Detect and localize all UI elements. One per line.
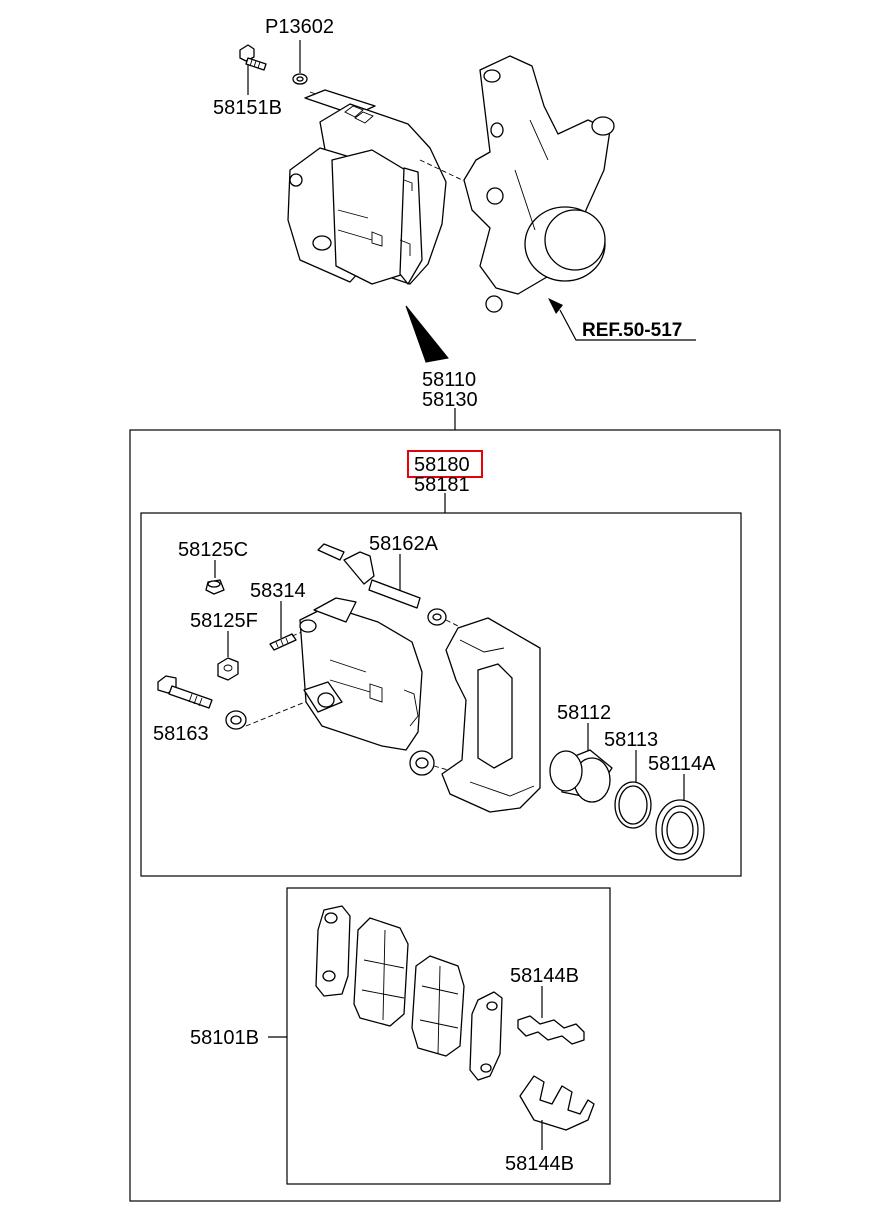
bleeder-cap-icon [205,579,225,595]
label-58151b: 58151B [213,97,282,119]
bleeder-nut-icon [217,657,239,681]
label-p13602: P13602 [265,16,334,38]
ref-arrowhead [548,298,563,314]
brake-pad-icon [353,917,409,1027]
label-58144b-top: 58144B [510,965,579,987]
shim-icon [469,991,503,1081]
steering-knuckle-icon [463,55,615,313]
caliper-box-58180 [140,512,742,877]
label-58112: 58112 [557,702,611,724]
label-58181: 58181 [414,474,470,496]
label-58101b: 58101B [190,1027,259,1049]
pad-kit-box-58101b [286,887,611,1185]
washer-icon [292,73,308,85]
label-58113: 58113 [604,729,658,751]
label-58125f: 58125F [190,610,258,632]
piston-icon [549,749,613,803]
label-58125c: 58125C [178,539,248,561]
bolt-icon [239,44,267,71]
boot-icon [655,799,705,861]
label-58130: 58130 [422,389,478,411]
bracket-icon [441,617,541,813]
seal-ring-icon [614,781,652,829]
ref-leader-line [559,309,696,341]
guide-pin-boot-icon [409,750,435,776]
guide-pin-icon [317,543,447,626]
shim-icon [315,905,351,997]
guide-bolt-icon [157,675,213,709]
label-58163: 58163 [153,723,209,745]
label-ref: REF.50-517 [582,320,682,341]
label-58314: 58314 [250,580,306,602]
bleeder-screw-icon [269,633,297,651]
caliper-assembly-icon [287,89,447,285]
label-58110: 58110 [422,369,476,391]
highlight-box [407,450,483,478]
connector-dashed-line [245,699,311,727]
label-58180: 58180 [414,454,470,476]
arrow-pointer [405,305,449,363]
label-58114a: 58114A [648,753,716,775]
assembly-box-58110 [129,429,781,1202]
clip-icon [519,1075,595,1131]
connector-dashed-line [445,619,463,629]
caliper-housing-icon [299,597,423,751]
label-58162a: 58162A [369,533,439,555]
guide-pin-boot-icon [225,710,247,730]
brake-pad-icon [411,955,465,1057]
clip-icon [517,1015,585,1045]
label-58144b-bottom: 58144B [505,1153,574,1175]
